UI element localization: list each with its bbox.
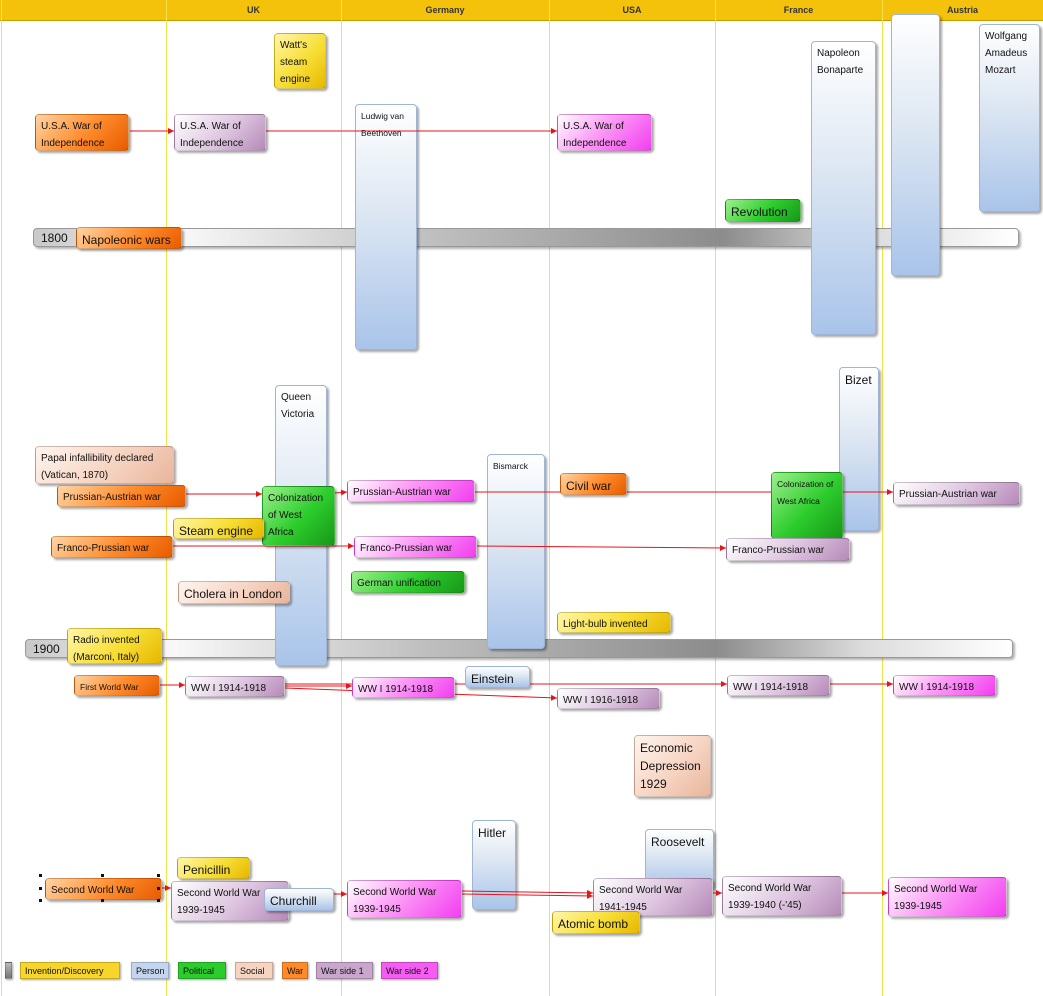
legend-war-side-1[interactable]: War side 1 bbox=[316, 962, 373, 979]
selection-handle[interactable] bbox=[39, 899, 42, 902]
node-ww2-austria[interactable]: Second World War 1939-1945 bbox=[888, 877, 1007, 917]
node-usa-independence-uk[interactable]: U.S.A. War of Independence bbox=[174, 114, 266, 151]
arrow-ww2-germany-to-usa-2 bbox=[461, 892, 594, 899]
node-watt-steam-engine[interactable]: Watt's steam engine bbox=[274, 33, 326, 89]
node-economic-depression[interactable]: Economic Depression 1929 bbox=[634, 735, 711, 797]
node-franco-prussian-war-germany[interactable]: Franco-Prussian war bbox=[354, 536, 477, 558]
node-radio-invented[interactable]: Radio invented (Marconi, Italy) bbox=[67, 628, 162, 664]
arrow-fp-germany-to-france bbox=[476, 544, 727, 551]
selection-handle[interactable] bbox=[157, 899, 160, 902]
node-hitler[interactable]: Hitler bbox=[472, 820, 516, 910]
selection-handle[interactable] bbox=[39, 874, 42, 877]
legend-person[interactable]: Person bbox=[131, 962, 169, 979]
timeline-year-1900: 1900 bbox=[33, 642, 60, 656]
node-ww1-usa[interactable]: WW I 1916-1918 bbox=[557, 688, 660, 709]
selection-handle[interactable] bbox=[101, 874, 104, 877]
node-first-world-war[interactable]: First World War bbox=[74, 675, 160, 696]
node-ww1-uk[interactable]: WW I 1914-1918 bbox=[185, 676, 285, 697]
node-civil-war[interactable]: Civil war bbox=[560, 473, 627, 495]
legend-social[interactable]: Social bbox=[235, 962, 273, 979]
node-ww1-germany[interactable]: WW I 1914-1918 bbox=[352, 677, 455, 698]
legend-grip[interactable] bbox=[5, 962, 12, 979]
node-franco-prussian-war[interactable]: Franco-Prussian war bbox=[51, 536, 173, 558]
node-steam-engine[interactable]: Steam engine bbox=[173, 518, 264, 539]
node-revolution[interactable]: Revolution bbox=[725, 199, 801, 222]
node-franco-prussian-war-france[interactable]: Franco-Prussian war bbox=[726, 538, 850, 561]
node-prussian-austrian-war-germany[interactable]: Prussian-Austrian war bbox=[347, 480, 475, 502]
node-napoleonic-wars[interactable]: Napoleonic wars bbox=[76, 227, 182, 249]
node-prussian-austrian-war[interactable]: Prussian-Austrian war bbox=[57, 485, 186, 507]
node-second-world-war[interactable]: Second World War bbox=[45, 878, 162, 900]
node-papal-infallibility[interactable]: Papal infallibility declared (Vatican, 1… bbox=[35, 446, 174, 484]
column-divider bbox=[1, 0, 2, 996]
node-mozart[interactable]: Wolfgang Amadeus Mozart bbox=[979, 24, 1040, 212]
timeline-1800-bar: 1800 bbox=[33, 228, 1019, 247]
selection-handle[interactable] bbox=[39, 887, 42, 890]
column-divider bbox=[549, 0, 550, 996]
column-header-bar: UK Germany USA France Austria bbox=[0, 0, 1043, 21]
column-header-uk: UK bbox=[247, 5, 260, 15]
node-penicillin[interactable]: Penicillin bbox=[177, 857, 250, 879]
column-divider bbox=[341, 0, 342, 996]
column-header-france: France bbox=[783, 5, 814, 15]
legend-invention[interactable]: Invention/Discovery bbox=[20, 962, 120, 979]
node-german-unification[interactable]: German unification bbox=[351, 571, 465, 593]
legend-war-side-2[interactable]: War side 2 bbox=[381, 962, 438, 979]
node-ww1-austria[interactable]: WW I 1914-1918 bbox=[893, 675, 996, 696]
node-cholera-london[interactable]: Cholera in London bbox=[178, 581, 290, 604]
node-bizet[interactable]: Bizet bbox=[839, 367, 879, 531]
selection-handle[interactable] bbox=[157, 874, 160, 877]
selection-handle[interactable] bbox=[101, 899, 104, 902]
node-usa-independence-war[interactable]: U.S.A. War of Independence bbox=[35, 114, 129, 151]
node-colonization-west-africa-uk[interactable]: Colonization of West Africa bbox=[262, 486, 335, 546]
column-header-austria: Austria bbox=[946, 5, 978, 15]
column-header-germany: Germany bbox=[425, 5, 465, 15]
node-light-bulb[interactable]: Light-bulb invented bbox=[557, 612, 671, 633]
node-einstein[interactable]: Einstein bbox=[465, 666, 530, 688]
node-ww2-france[interactable]: Second World War 1939-1940 (-'45) bbox=[722, 876, 842, 916]
column-divider bbox=[882, 0, 883, 996]
node-beethoven[interactable]: Ludwig van Beethoven bbox=[355, 104, 417, 350]
node-austria-person-bar[interactable] bbox=[891, 14, 940, 276]
node-colonization-west-africa-france[interactable]: Colonization of West Africa bbox=[771, 472, 843, 539]
node-atomic-bomb[interactable]: Atomic bomb bbox=[552, 911, 640, 934]
legend-war[interactable]: War bbox=[282, 962, 308, 979]
arrow-ww2-germany-to-usa bbox=[461, 889, 594, 896]
column-header-usa: USA bbox=[622, 5, 642, 15]
timeline-year-1800: 1800 bbox=[41, 231, 68, 245]
node-ww1-france[interactable]: WW I 1914-1918 bbox=[727, 675, 830, 696]
column-divider bbox=[715, 0, 716, 996]
node-ww2-usa[interactable]: Second World War 1941-1945 bbox=[593, 878, 713, 916]
node-napoleon[interactable]: Napoleon Bonaparte bbox=[811, 41, 876, 335]
arrow-colonization-to-pa-germany bbox=[334, 489, 348, 496]
selection-handle[interactable] bbox=[157, 887, 160, 890]
node-usa-independence-usa[interactable]: U.S.A. War of Independence bbox=[557, 114, 652, 151]
node-prussian-austrian-war-austria[interactable]: Prussian-Austrian war bbox=[893, 482, 1020, 505]
node-ww2-germany[interactable]: Second World War 1939-1945 bbox=[347, 880, 462, 918]
node-churchill[interactable]: Churchill bbox=[264, 888, 334, 911]
node-bismarck[interactable]: Bismarck bbox=[487, 454, 545, 649]
legend-political[interactable]: Political bbox=[178, 962, 226, 979]
